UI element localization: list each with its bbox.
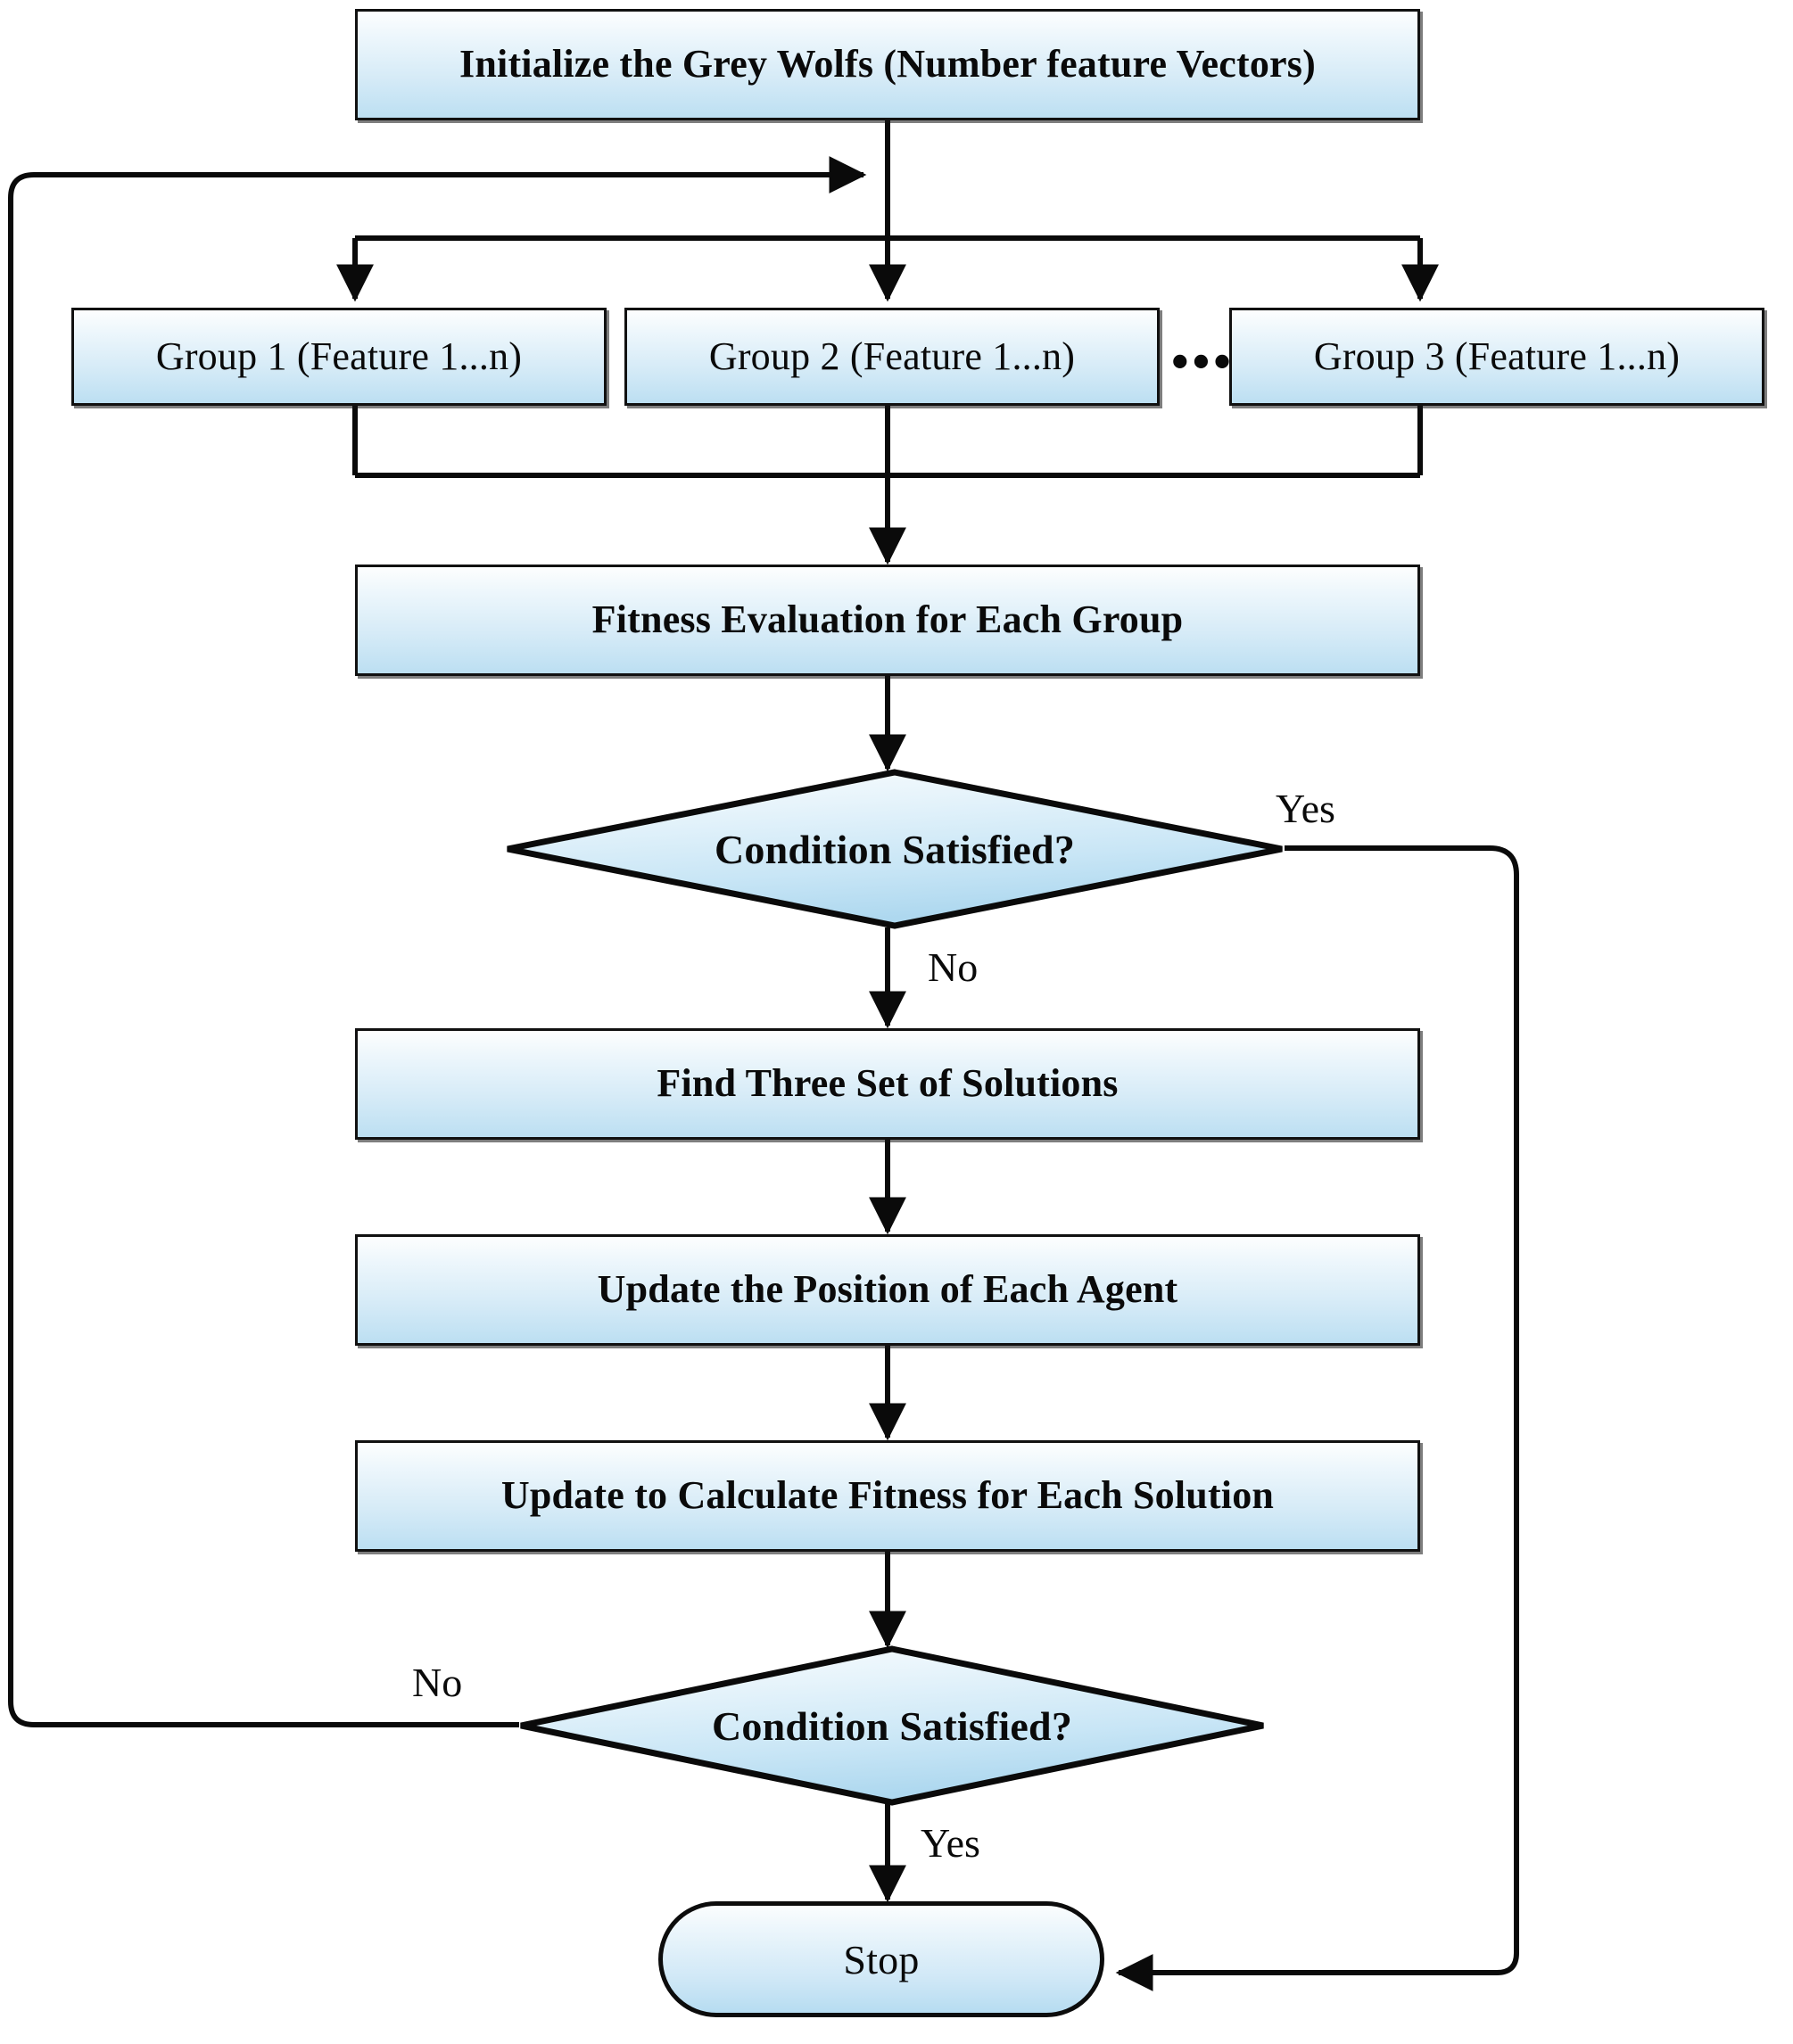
node-update-fitness-label: Update to Calculate Fitness for Each Sol… — [500, 1473, 1275, 1518]
node-find-three-solutions-label: Find Three Set of Solutions — [657, 1061, 1119, 1106]
node-update-position-label: Update the Position of Each Agent — [597, 1267, 1178, 1312]
node-initialize[interactable]: Initialize the Grey Wolfs (Number featur… — [355, 9, 1420, 120]
node-initialize-label: Initialize the Grey Wolfs (Number featur… — [459, 42, 1316, 87]
diamond-shape-1 — [507, 769, 1283, 929]
node-condition-satisfied-2[interactable]: Condition Satisfied? — [517, 1645, 1267, 1806]
node-stop-label: Stop — [843, 1936, 920, 1982]
node-condition-satisfied-1[interactable]: Condition Satisfied? — [504, 769, 1285, 929]
edge-label-cond2-yes: Yes — [921, 1820, 980, 1866]
node-condition-satisfied-1-label: Condition Satisfied? — [714, 826, 1076, 872]
edge-label-cond1-no: No — [928, 944, 979, 990]
node-group-2-label: Group 2 (Feature 1...n) — [708, 334, 1076, 378]
node-fitness-evaluation[interactable]: Fitness Evaluation for Each Group — [355, 565, 1420, 676]
node-condition-satisfied-2-label: Condition Satisfied? — [711, 1702, 1073, 1749]
node-update-fitness[interactable]: Update to Calculate Fitness for Each Sol… — [355, 1440, 1420, 1552]
node-group-1-label: Group 1 (Feature 1...n) — [155, 334, 523, 378]
edge-label-cond2-no: No — [412, 1660, 463, 1705]
node-group-3[interactable]: Group 3 (Feature 1...n) — [1229, 308, 1764, 406]
node-update-position[interactable]: Update the Position of Each Agent — [355, 1234, 1420, 1346]
ellipsis-between-groups: ••• — [1171, 334, 1235, 390]
node-group-3-label: Group 3 (Feature 1...n) — [1313, 334, 1681, 378]
node-stop[interactable]: Stop — [658, 1901, 1104, 2017]
node-group-1[interactable]: Group 1 (Feature 1...n) — [71, 308, 607, 406]
diamond-shape-2 — [520, 1645, 1264, 1806]
node-fitness-evaluation-label: Fitness Evaluation for Each Group — [591, 598, 1184, 642]
node-find-three-solutions[interactable]: Find Three Set of Solutions — [355, 1028, 1420, 1140]
edge-label-cond1-yes: Yes — [1276, 786, 1335, 831]
node-group-2[interactable]: Group 2 (Feature 1...n) — [624, 308, 1160, 406]
